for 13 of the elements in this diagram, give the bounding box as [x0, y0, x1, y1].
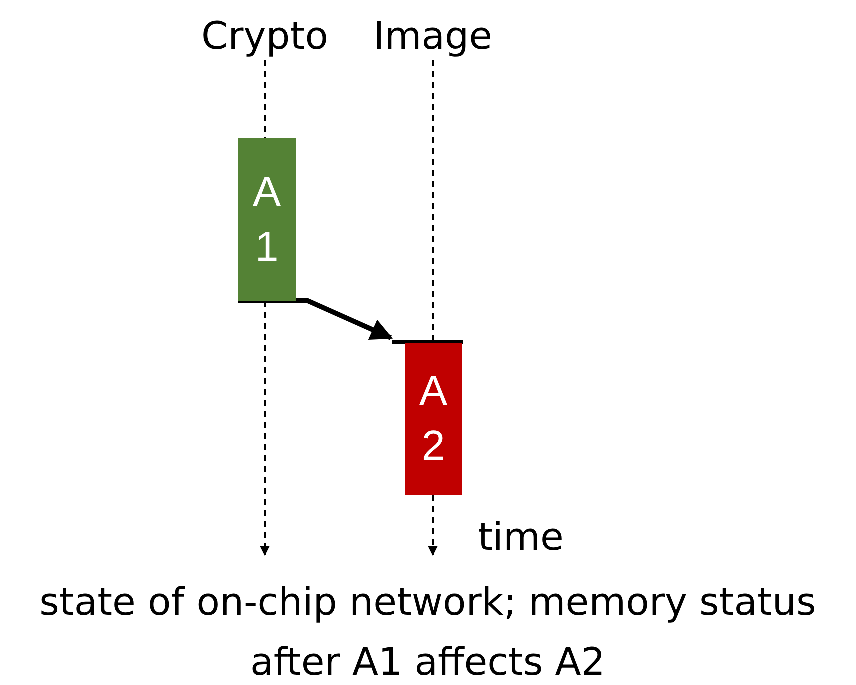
block-label: A2 [418, 366, 448, 471]
column-heading: Image [373, 14, 492, 58]
caption: state of on-chip network; memory status after A1 affects A2 [38, 579, 818, 685]
axis-label: time [478, 515, 564, 559]
activity-block [238, 138, 296, 301]
timeline-arrow [260, 301, 270, 556]
arrow [238, 298, 393, 340]
timeline-line [432, 60, 434, 343]
activity-block [405, 343, 462, 495]
block-label: A1 [252, 166, 282, 272]
timeline-arrow [428, 495, 438, 556]
timeline-line [264, 60, 266, 138]
column-heading: Crypto [202, 14, 328, 58]
